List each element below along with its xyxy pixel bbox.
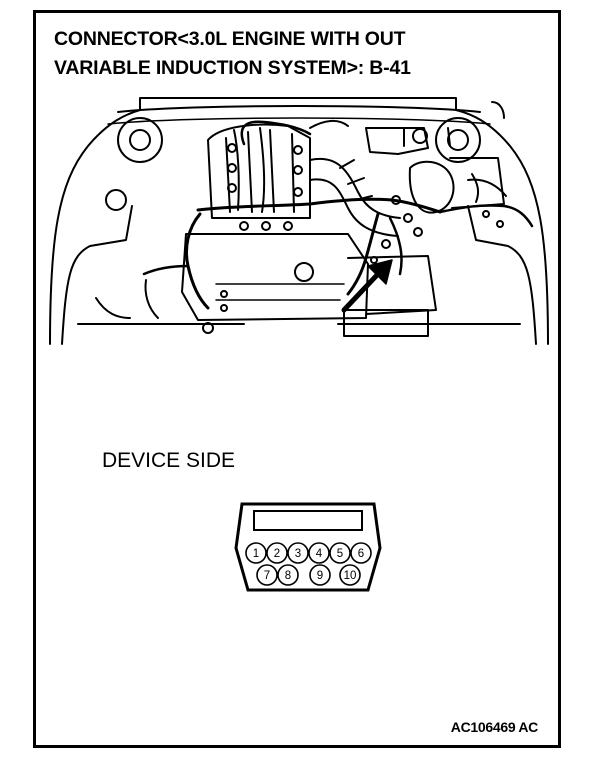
pin-number: 7 [264,570,270,582]
pin [256,564,278,586]
pin-number: 9 [317,570,323,582]
title-line-1: CONNECTOR<3.0L ENGINE WITH OUT [54,28,406,50]
pin [309,564,331,586]
pin-number: 5 [337,548,343,560]
pin-number: 2 [274,548,280,560]
pin-number: 8 [285,570,291,582]
pin [339,564,361,586]
pin [277,564,299,586]
connector-b41-pinout: 1 2 3 4 5 6 7 8 9 10 [234,502,382,592]
diagram-frame: CONNECTOR<3.0L ENGINE WITH OUT VARIABLE … [33,10,561,748]
pin [308,542,330,564]
pin-number: 10 [344,570,357,582]
page-title: CONNECTOR<3.0L ENGINE WITH OUT VARIABLE … [54,25,411,83]
pin-number: 6 [358,548,364,560]
pin [329,542,351,564]
connector-lock-tab [253,510,363,531]
title-line-2: VARIABLE INDUCTION SYSTEM>: B-41 [54,57,411,79]
connector-housing [234,502,382,592]
device-side-label: DEVICE SIDE [102,449,236,472]
pin [245,542,267,564]
engine-bay-illustration-icon [49,97,549,345]
pin [350,542,372,564]
figure-code: AC106469 AC [450,719,539,735]
top-pin-row [245,542,372,564]
pin [266,542,288,564]
pin-number: 1 [253,548,259,560]
pin [287,542,309,564]
pin-number: 4 [316,548,323,560]
bottom-pin-row [256,564,361,586]
arrow-icon [341,259,393,313]
pin-number: 3 [295,548,301,560]
